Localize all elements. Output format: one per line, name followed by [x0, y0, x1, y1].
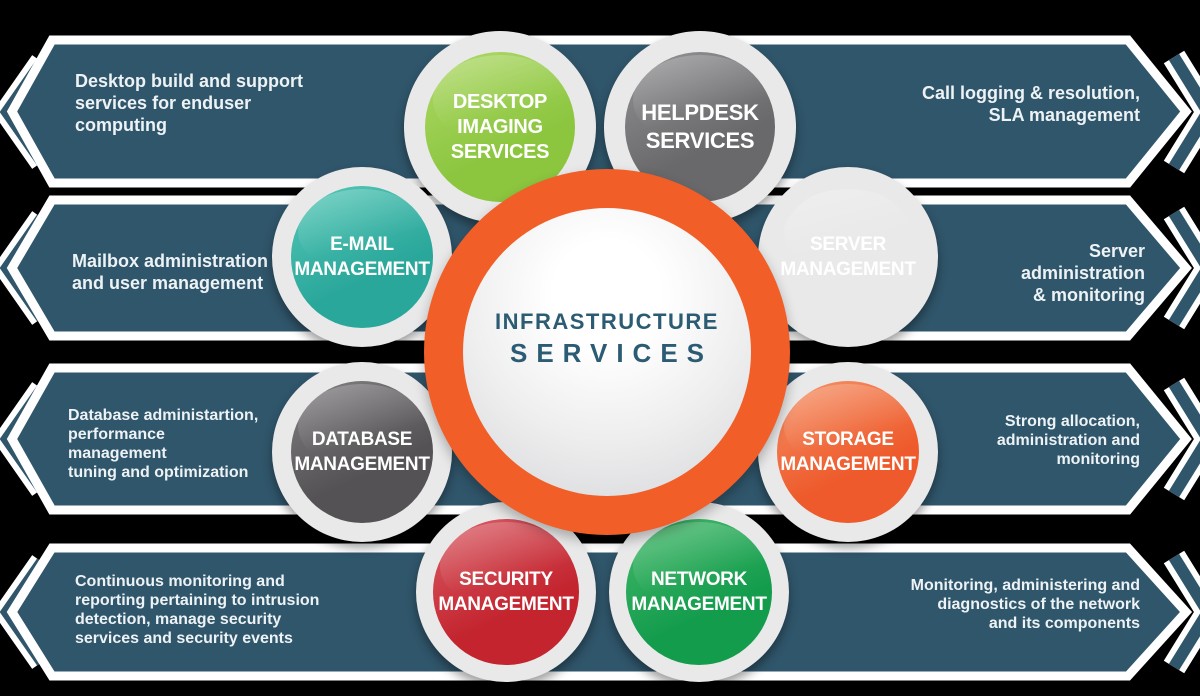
bubble-storage-management: STORAGE MANAGEMENT: [758, 362, 938, 542]
page-title: INFRASTRUCTURE SERVICES: [495, 309, 719, 369]
banner2-left-text: Mailbox administration and user manageme…: [72, 250, 268, 294]
center-circle: INFRASTRUCTURE SERVICES: [424, 169, 790, 535]
banner1-left-text: Desktop build and support services for e…: [75, 70, 303, 136]
text-line: Desktop build and support: [75, 71, 303, 91]
text-line: services and security events: [75, 630, 293, 647]
text-line: MANAGEMENT: [780, 454, 916, 475]
text-line: E-MAIL: [330, 234, 394, 255]
banner4-left-text: Continuous monitoring and reporting pert…: [75, 572, 319, 648]
text-line: computing: [75, 115, 167, 135]
text-line: and user management: [72, 273, 264, 293]
text-line: MANAGEMENT: [294, 454, 430, 475]
text-line: & monitoring: [1033, 285, 1145, 305]
text-line: Database administartion,: [68, 407, 259, 424]
text-line: Monitoring, administering and: [910, 577, 1140, 594]
banner3-right-text: Strong allocation, administration and mo…: [997, 412, 1140, 469]
text-line: administration and: [996, 432, 1140, 449]
banner-row-4: [0, 543, 1200, 681]
text-line: SERVER: [810, 234, 886, 255]
text-line: STORAGE: [802, 429, 894, 450]
text-line: Continuous monitoring and: [75, 573, 285, 590]
bubble-email-management: E-MAIL MANAGEMENT: [272, 167, 452, 347]
bubble-label: E-MAIL MANAGEMENT: [294, 232, 430, 282]
bubble-server-management: SERVER MANAGEMENT: [758, 167, 938, 347]
bubble-label: HELPDESK SERVICES: [641, 99, 759, 155]
text-line: DATABASE: [311, 429, 413, 450]
banner-row-1: [0, 35, 1200, 188]
text-line: Mailbox administration: [72, 251, 269, 271]
center-inner-disc: INFRASTRUCTURE SERVICES: [463, 208, 751, 496]
banner-body: [6, 543, 1193, 681]
text-line: performance: [68, 426, 165, 443]
text-line: Server: [1088, 241, 1145, 261]
text-line: Strong allocation,: [1004, 413, 1140, 430]
bubble-label: NETWORK MANAGEMENT: [631, 567, 767, 617]
banner-body: [6, 35, 1192, 188]
text-line: NETWORK: [650, 569, 748, 590]
banner2-right-text: Server administration & monitoring: [1021, 240, 1145, 306]
bubble-label: SERVER MANAGEMENT: [780, 232, 916, 282]
right-chevron-icon: [1168, 53, 1200, 171]
bubble-desktop-imaging-services: DESKTOP IMAGING SERVICES: [404, 31, 596, 223]
text-line: SERVICES: [450, 140, 550, 163]
right-chevron-icon: [1168, 553, 1200, 671]
text-line: management: [68, 445, 167, 462]
right-chevron-icon: [1168, 209, 1200, 327]
bubble-fill: DESKTOP IMAGING SERVICES: [425, 52, 575, 202]
text-line: Call logging & resolution,: [922, 83, 1140, 103]
bubble-fill: STORAGE MANAGEMENT: [777, 381, 919, 523]
text-line: detection, manage security: [75, 611, 282, 628]
text-line: IMAGING: [457, 115, 543, 138]
right-chevron-icon: [1168, 380, 1200, 498]
text-line: MANAGEMENT: [438, 594, 574, 615]
text-line: DESKTOP: [452, 90, 548, 113]
bubble-fill: E-MAIL MANAGEMENT: [291, 186, 433, 328]
text-line: SERVICES: [645, 128, 755, 153]
title-line-2: SERVICES: [509, 338, 713, 368]
bubble-security-management: SECURITY MANAGEMENT: [416, 502, 596, 682]
bubble-label: SECURITY MANAGEMENT: [438, 567, 574, 617]
bubble-label: DATABASE MANAGEMENT: [294, 427, 430, 477]
text-line: and its components: [988, 615, 1140, 632]
text-line: MANAGEMENT: [631, 594, 767, 615]
banner4-right-text: Monitoring, administering and diagnostic…: [911, 576, 1140, 633]
text-line: MANAGEMENT: [780, 259, 916, 280]
text-line: MANAGEMENT: [294, 259, 430, 280]
text-line: monitoring: [1056, 451, 1140, 468]
bubble-fill: SECURITY MANAGEMENT: [433, 519, 579, 665]
bubble-fill: NETWORK MANAGEMENT: [626, 519, 772, 665]
bubble-label: DESKTOP IMAGING SERVICES: [450, 90, 550, 165]
title-line-1: INFRASTRUCTURE: [495, 309, 719, 334]
bubble-fill: SERVER MANAGEMENT: [777, 186, 919, 328]
text-line: administration: [1020, 263, 1145, 283]
text-line: SLA management: [988, 105, 1140, 125]
text-line: tuning and optimization: [68, 464, 249, 481]
bubble-fill: DATABASE MANAGEMENT: [291, 381, 433, 523]
text-line: services for enduser: [75, 93, 252, 113]
text-line: HELPDESK: [641, 100, 759, 125]
bubble-fill: HELPDESK SERVICES: [625, 52, 775, 202]
bubble-label: STORAGE MANAGEMENT: [780, 427, 916, 477]
bubble-database-management: DATABASE MANAGEMENT: [272, 362, 452, 542]
text-line: diagnostics of the network: [937, 596, 1140, 613]
banner3-left-text: Database administartion, performance man…: [68, 406, 258, 482]
banner1-right-text: Call logging & resolution, SLA managemen…: [922, 82, 1140, 126]
bubble-network-management: NETWORK MANAGEMENT: [609, 502, 789, 682]
text-line: SECURITY: [459, 569, 553, 590]
text-line: reporting pertaining to intrusion: [75, 592, 320, 609]
